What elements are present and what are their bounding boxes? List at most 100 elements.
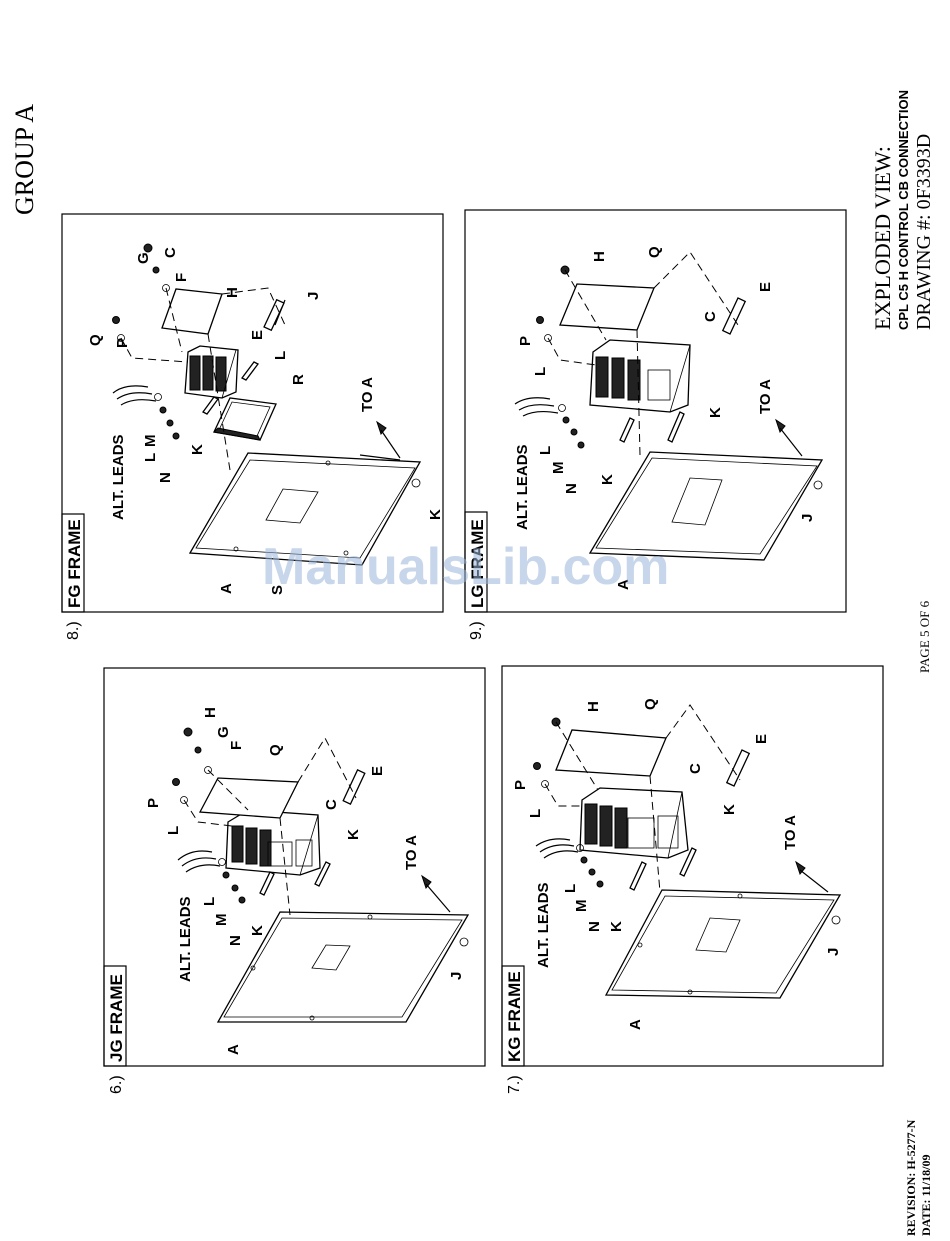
cover-plate <box>198 777 300 819</box>
stud-icon <box>263 298 285 332</box>
panel-lg-frame: LG FRAME 9.) H <box>464 209 847 640</box>
frame-title: LG FRAME <box>468 519 487 608</box>
washer-icon <box>180 796 188 804</box>
part-label: K <box>427 509 444 520</box>
washer-icon <box>152 266 160 274</box>
circuit-breaker <box>579 787 689 859</box>
screw-icon <box>577 441 585 449</box>
panel-jg-frame: JG FRAME 6.) <box>103 667 486 1094</box>
panel-fg-frame: FG FRAME 8.) <box>61 213 444 640</box>
part-label: K <box>249 925 266 936</box>
revision: REVISION: H-5277-N <box>904 1119 918 1236</box>
circuit-breaker <box>225 809 321 876</box>
washer-icon <box>117 334 125 342</box>
to-a-label: TO A <box>359 377 376 412</box>
screw-icon <box>172 432 180 440</box>
bar <box>202 396 219 415</box>
stud-icon <box>725 749 751 787</box>
escutcheon-frame <box>212 397 277 441</box>
lug-icon <box>222 871 230 879</box>
circuit-breaker <box>589 339 691 413</box>
watermark: ManualsLib.com <box>262 538 669 596</box>
screw-icon <box>166 419 174 427</box>
screw-icon <box>831 915 841 925</box>
view-title: EXPLODED VIEW: <box>870 146 895 330</box>
screw-icon <box>596 880 604 888</box>
panel-number: 9.) <box>468 621 485 640</box>
to-a-label: TO A <box>757 379 774 414</box>
part-label: F <box>228 741 245 750</box>
to-a-label: TO A <box>403 835 420 870</box>
part-label: C <box>323 799 340 810</box>
part-label: E <box>369 766 386 776</box>
part-label: H <box>585 701 602 712</box>
part-label: K <box>721 804 738 815</box>
part-label: Q <box>267 744 284 756</box>
plate-cutout <box>311 944 351 971</box>
part-label: E <box>753 734 770 744</box>
washer-icon <box>541 780 549 788</box>
part-label: J <box>305 292 322 300</box>
screw-icon <box>588 868 596 876</box>
bar <box>629 861 647 891</box>
lug-icon <box>562 416 570 424</box>
part-label: Q <box>642 698 659 710</box>
bar <box>667 411 685 443</box>
panel-kg-frame: KG FRAME 7.) <box>501 665 884 1094</box>
part-label: L <box>201 897 218 906</box>
part-label: F <box>173 273 190 282</box>
bar <box>259 871 275 896</box>
bar <box>314 861 331 887</box>
part-label: K <box>707 407 724 418</box>
part-label: P <box>517 336 534 346</box>
panel-number: 7.) <box>506 1075 523 1094</box>
part-label: P <box>512 780 529 790</box>
part-label: A <box>218 583 235 594</box>
part-label: R <box>290 374 307 385</box>
circuit-breaker <box>184 345 239 399</box>
part-label: G <box>135 252 152 264</box>
part-label: C <box>702 311 719 322</box>
bar <box>241 361 259 381</box>
alt-leads-label: ALT. LEADS <box>110 434 127 520</box>
part-label: S <box>269 585 286 595</box>
mounting-plate <box>604 889 842 999</box>
drawing-number: DRAWING #: 0F3393D <box>913 134 935 330</box>
part-label: P <box>114 338 131 348</box>
part-label: N <box>563 483 580 494</box>
nut-icon <box>183 727 193 737</box>
alt-leads-label: ALT. LEADS <box>514 444 531 530</box>
washer-icon <box>162 284 170 292</box>
lug-icon <box>558 404 566 412</box>
revision-date: DATE: 11/18/09 <box>919 1155 933 1236</box>
bolt-icon <box>536 316 544 324</box>
bolt-icon <box>172 778 180 786</box>
lug-icon <box>580 856 588 864</box>
part-label: Q <box>87 334 104 346</box>
part-label: N <box>157 472 174 483</box>
plate-cutout <box>671 477 723 526</box>
part-label: K <box>345 829 362 840</box>
stud-icon <box>342 769 366 805</box>
mounting-plate <box>588 451 824 561</box>
part-label: L <box>527 809 544 818</box>
part-label: N <box>586 921 603 932</box>
part-label: M <box>213 914 230 927</box>
screw-icon <box>411 478 421 488</box>
plate-cutout <box>695 917 741 953</box>
part-label: K <box>189 444 206 455</box>
part-label: Q <box>646 246 663 258</box>
stud-icon <box>721 297 747 335</box>
part-label: K <box>599 474 616 485</box>
lead-wire <box>112 385 149 394</box>
part-label: C <box>162 247 179 258</box>
part-label: H <box>224 287 241 298</box>
group-title: GROUP A <box>10 104 39 215</box>
part-label: H <box>202 707 219 718</box>
frame-title: JG FRAME <box>107 974 126 1062</box>
part-label: P <box>145 798 162 808</box>
part-label: G <box>215 726 232 738</box>
mounting-plate <box>188 452 422 566</box>
cover-plate <box>555 729 667 777</box>
